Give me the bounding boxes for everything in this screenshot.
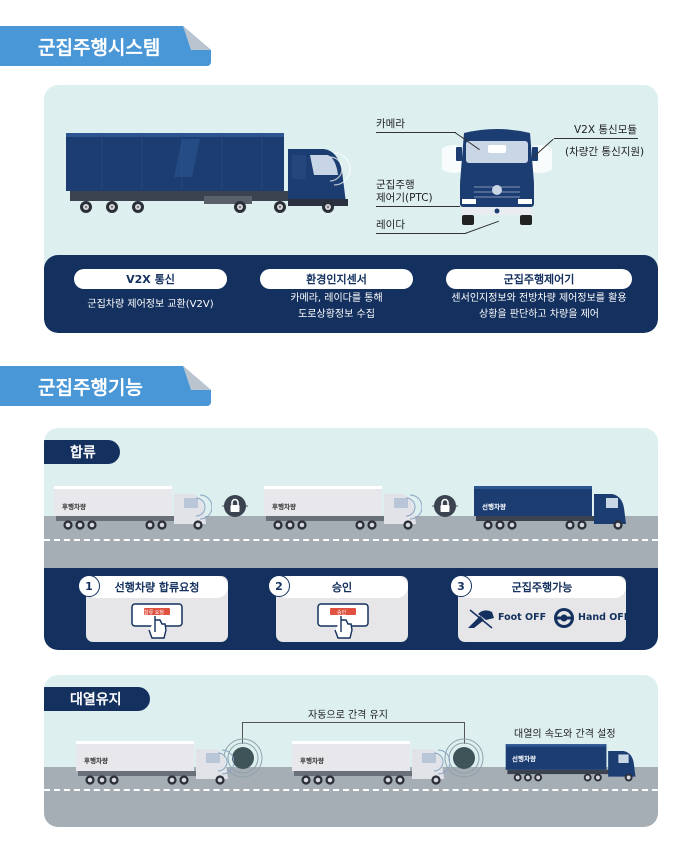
merge-panel: 합류 후행차량 후행차량: [44, 428, 658, 650]
step-1-title-text: 선행차량 합류요청: [114, 581, 200, 594]
leader-ptc: [376, 206, 460, 207]
step-2-screen-label: 승인: [337, 610, 347, 616]
step-card-1: 선행차량 합류요청 1 합류 요청: [78, 575, 228, 642]
formation-road-lane: [44, 789, 658, 791]
label-v2x-module-sub: (차량간 통신지원): [565, 146, 645, 158]
feature-band: V2X 통신 군집차량 제어정보 교환(V2V) 환경인지센서 카메라, 레이다…: [44, 255, 658, 333]
section-title-platooning-functions: 군집주행기능: [0, 366, 211, 406]
formation-follower-truck-2: [292, 741, 450, 785]
label-ptc-line2: 제어기(PTC): [376, 192, 433, 204]
feature-desc-sensor-line2: 도로상황정보 수집: [298, 309, 375, 320]
section-title-platooning-system: 군집주행시스템: [0, 26, 211, 66]
section-title-text: 군집주행시스템: [38, 36, 161, 59]
formation-follower-truck-1: [76, 741, 234, 785]
steering-wheel-icon: [554, 608, 574, 628]
step-1-screen-label: 합류 요청: [144, 610, 164, 616]
leader-v2x: [554, 138, 638, 139]
step-1-number: 1: [78, 575, 100, 597]
foot-off-label: Foot OFF: [498, 612, 547, 623]
hand-off-label: Hand OFF: [578, 612, 631, 623]
formation-road: [44, 767, 658, 827]
lock-icon: [220, 495, 250, 517]
touch-screen-icon: [131, 603, 183, 639]
merge-road-lane: [44, 539, 658, 541]
truck-front-view: [442, 129, 552, 225]
step-3-title: 군집주행가능: [458, 576, 626, 598]
feature-pill-sensor: 환경인지센서: [260, 269, 413, 289]
gap-bracket-left: [242, 722, 243, 744]
merge-truck-2-label: 후행차량: [272, 503, 296, 511]
auto-gap-label: 자동으로 간격 유지: [308, 710, 388, 721]
merge-subtitle: 합류: [44, 440, 120, 464]
formation-truck-1-label: 후행차량: [84, 757, 108, 765]
step-2-title: 승인: [276, 576, 408, 598]
merge-leader-truck: [474, 486, 626, 530]
gap-bracket-top: [242, 722, 464, 723]
step-card-3: 군집주행가능 3 Foot OFF Hand OFF: [450, 575, 630, 642]
gap-bracket-right: [464, 722, 465, 744]
merge-truck-3-label: 선행차량: [482, 503, 506, 511]
step-2-title-text: 승인: [331, 581, 353, 594]
page-fold-icon: [183, 26, 211, 50]
formation-leader-truck: [505, 744, 636, 782]
feature-desc-controller: 센서인지정보와 전방차량 제어정보를 활용 상황을 판단하고 차량을 제어: [426, 291, 652, 323]
step-2-number: 2: [268, 575, 290, 597]
pedal-foot-icon: [468, 609, 494, 629]
merge-steps-band: 선행차량 합류요청 1 합류 요청 승인 2 승인 군집주행가능 3: [44, 568, 658, 650]
page-fold-icon: [183, 366, 211, 390]
step-card-2: 승인 2 승인: [268, 575, 408, 642]
set-gap-label: 대열의 속도와 간격 설정: [514, 729, 616, 740]
step-3-title-text: 군집주행가능: [511, 581, 573, 594]
touch-screen-icon: [317, 603, 369, 639]
merge-truck-1-label: 후행차량: [62, 503, 86, 511]
feature-desc-controller-line1: 센서인지정보와 전방차량 제어정보를 활용: [451, 293, 627, 304]
leader-camera: [376, 132, 456, 133]
section-title-text: 군집주행기능: [38, 376, 143, 399]
feature-desc-sensor: 카메라, 레이다를 통해 도로상황정보 수집: [250, 291, 423, 323]
feature-desc-v2x-line1: 군집차량 제어정보 교환(V2V): [87, 299, 214, 310]
lock-icon: [430, 495, 460, 517]
feature-desc-controller-line2: 상황을 판단하고 차량을 제어: [479, 309, 599, 320]
label-ptc-line1: 군집주행: [376, 179, 415, 191]
merge-follower-truck-1: [54, 486, 212, 530]
feature-desc-v2x: 군집차량 제어정보 교환(V2V): [64, 297, 237, 313]
merge-follower-truck-2: [264, 486, 422, 530]
formation-truck-2-label: 후행차량: [300, 757, 324, 765]
label-radar: 레이다: [376, 219, 405, 231]
system-panel: 카메라 V2X 통신모듈 (차량간 통신지원) 군집주행 제어기(PTC) 레이…: [44, 85, 658, 333]
feature-pill-v2x: V2X 통신: [74, 269, 227, 289]
truck-side-view: [66, 133, 351, 213]
radar-link-icon: [444, 738, 484, 778]
label-v2x-module: V2X 통신모듈: [574, 124, 638, 136]
formation-truck-3-label: 선행차량: [512, 755, 536, 763]
label-camera: 카메라: [376, 118, 405, 130]
formation-subtitle: 대열유지: [44, 687, 150, 711]
step-3-number: 3: [450, 575, 472, 597]
leader-radar: [376, 233, 466, 234]
step-1-title: 선행차량 합류요청: [86, 576, 228, 598]
formation-panel: 대열유지 자동으로 간격 유지 대열의 속도와 간격 설정 후행차량: [44, 675, 658, 827]
feature-pill-controller: 군집주행제어기: [446, 269, 632, 289]
feature-desc-sensor-line1: 카메라, 레이다를 통해: [290, 293, 383, 304]
